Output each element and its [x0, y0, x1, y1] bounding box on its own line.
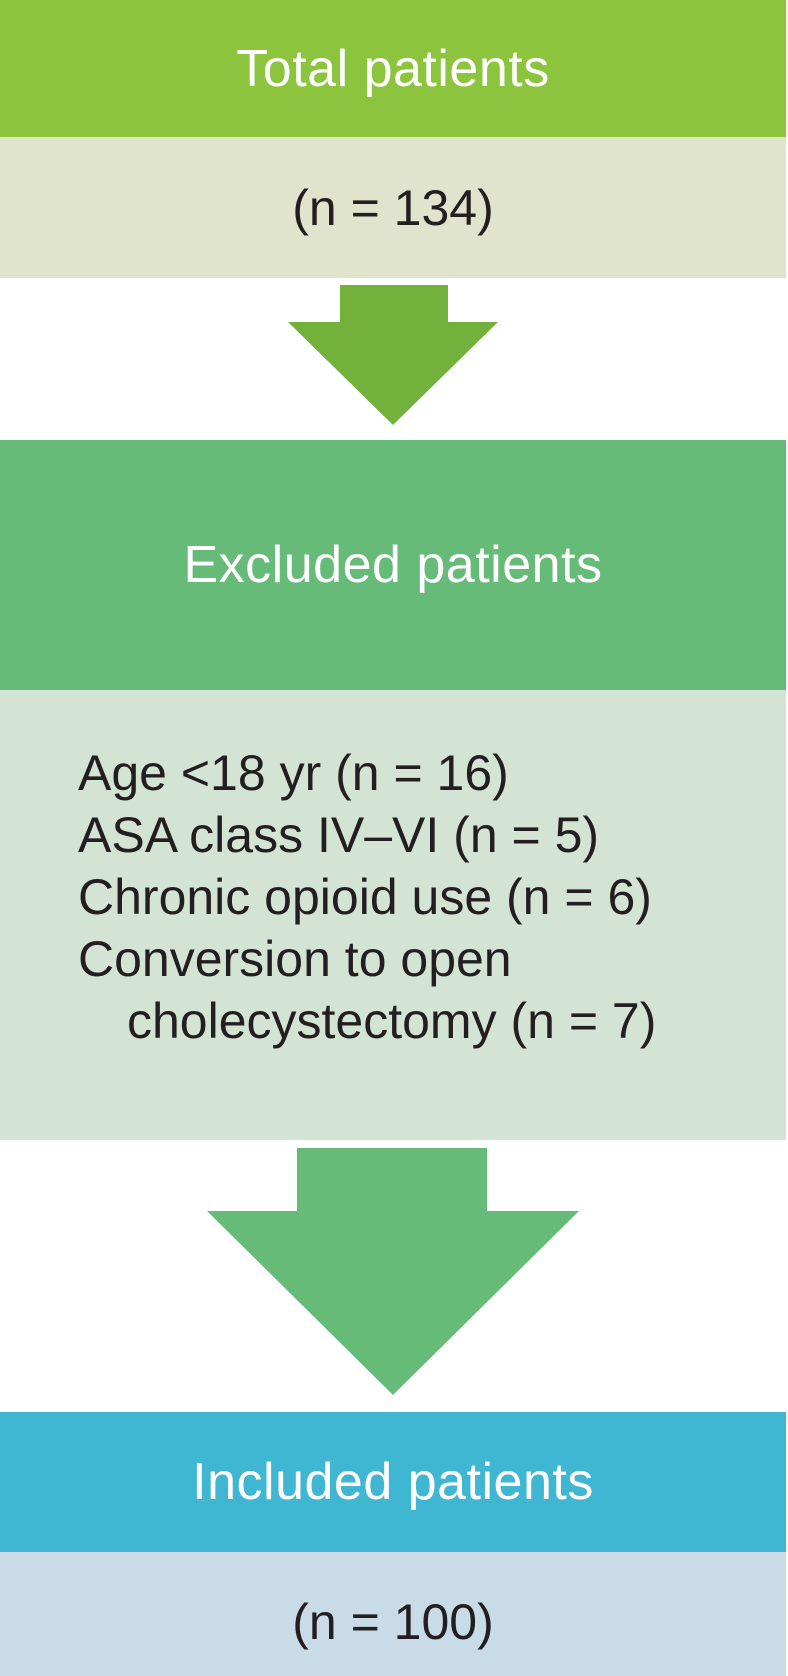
excluded-patients-box: Excluded patients: [0, 440, 786, 690]
included-patients-count: (n = 100): [292, 1593, 494, 1650]
down-arrow-icon: [288, 285, 498, 425]
connector-region-1: [0, 285, 786, 440]
exclusion-reasons-list: Age <18 yr (n = 16) ASA class IV–VI (n =…: [0, 690, 786, 1140]
included-patients-label: Included patients: [192, 1453, 594, 1511]
included-patients-count-box: (n = 100): [0, 1552, 786, 1676]
exclusion-reason-line: Age <18 yr (n = 16): [78, 745, 509, 801]
connector-region-2: [0, 1148, 786, 1412]
down-arrow-icon: [207, 1148, 579, 1395]
total-patients-box: Total patients: [0, 0, 786, 137]
total-patients-label: Total patients: [236, 39, 550, 98]
exclusion-reason-line-continuation: cholecystectomy (n = 7): [127, 993, 657, 1049]
exclusion-reason-line: Conversion to open: [78, 931, 512, 987]
exclusion-reason-line: ASA class IV–VI (n = 5): [78, 807, 600, 863]
exclusion-reason-line: Chronic opioid use (n = 6): [78, 869, 652, 925]
excluded-patients-label: Excluded patients: [183, 536, 603, 594]
total-patients-count-box: (n = 134): [0, 137, 786, 278]
included-patients-box: Included patients: [0, 1412, 786, 1552]
total-patients-count: (n = 134): [292, 179, 494, 236]
